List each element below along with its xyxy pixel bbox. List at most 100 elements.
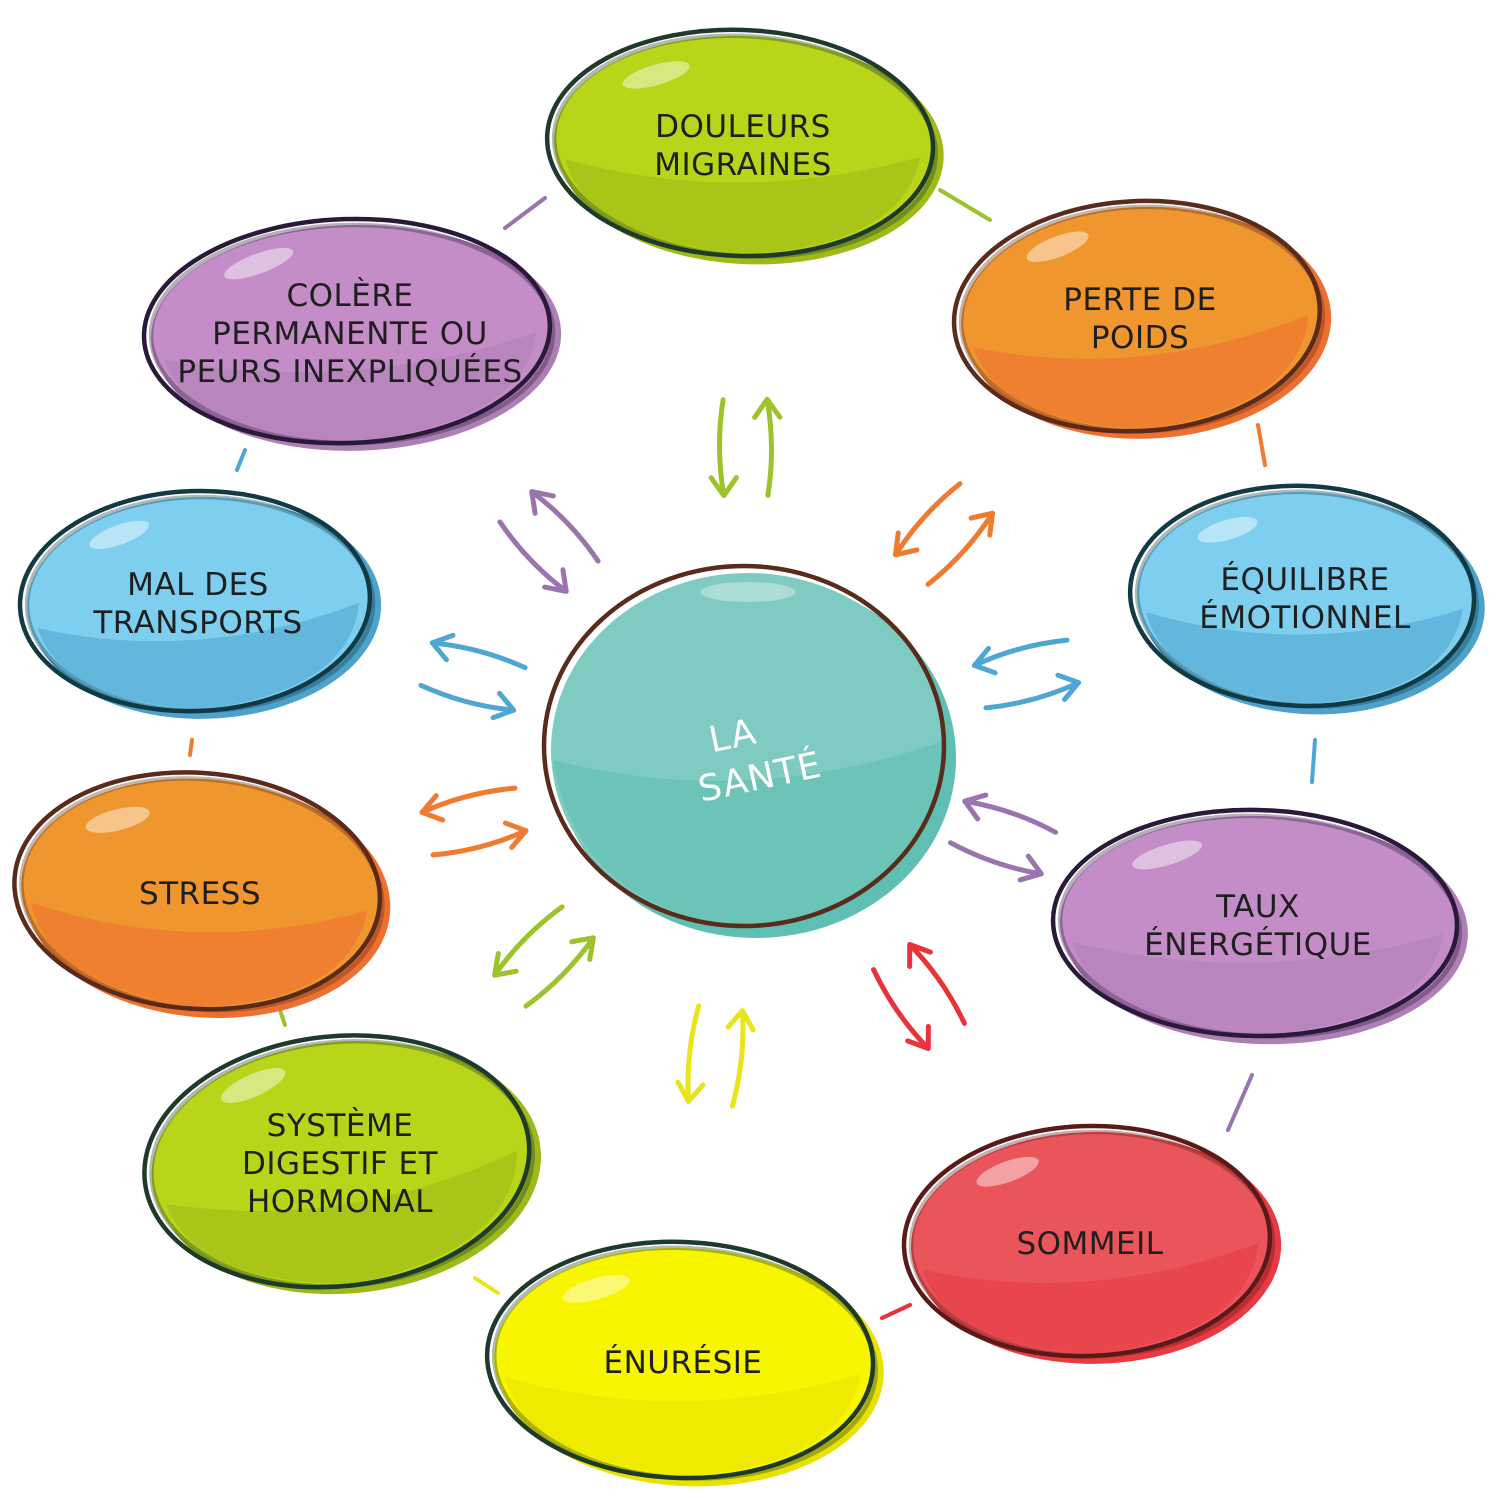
arrow-pair-enuresie (675, 1003, 756, 1109)
node-outline-sketch (908, 1129, 1276, 1359)
node-outline (484, 1239, 876, 1481)
arrow-pair-taux-energetique (947, 792, 1059, 883)
arrow-pair-equilibre-emotionnel (971, 637, 1082, 711)
node-highlight (85, 806, 150, 833)
node-highlight (224, 247, 294, 280)
node-label-line: SYSTÈME (267, 1108, 414, 1144)
connector-taux-energetique (1226, 1073, 1254, 1132)
center-highlight (700, 582, 796, 602)
node-shade (30, 902, 368, 1008)
node-shade (1071, 933, 1444, 1035)
node-label-line: TRANSPORTS (92, 605, 302, 641)
node-outline-sketch (1134, 489, 1479, 709)
node-label-line: SOMMEIL (1016, 1226, 1163, 1262)
node-outline (12, 770, 383, 1012)
node-outline (901, 1123, 1273, 1359)
node-label-line: POIDS (1091, 320, 1189, 356)
node-label-line: STRESS (139, 876, 261, 912)
arrow-inward (725, 1008, 756, 1109)
arrow-pair-mal-des-transports (418, 632, 528, 721)
node-highlight (1132, 840, 1202, 870)
node-highlight (622, 61, 690, 89)
node-label-line: DOULEURS (655, 109, 831, 145)
node-label-line: PEURS INEXPLIQUÉES (177, 354, 522, 390)
node-outline-sketch (19, 776, 385, 1013)
node-label-line: PERMANENTE OU (212, 316, 488, 352)
arrow-inward (497, 519, 569, 594)
arrow-outward (419, 785, 518, 823)
node-label-line: ÉMOTIONNEL (1199, 600, 1411, 636)
node-outline-sketch (148, 222, 556, 446)
arrow-outward (871, 967, 931, 1051)
connector-enuresie (473, 1276, 500, 1295)
node-enuresie: ÉNURÉSIE (484, 1239, 884, 1487)
connector-perte-de-poids (1256, 423, 1267, 467)
node-highlight (1026, 231, 1089, 262)
node-outline (1127, 483, 1477, 709)
connector-stress (188, 738, 194, 757)
node-label-line: TAUX (1215, 889, 1300, 925)
node-outline (142, 1033, 532, 1290)
node-shade (165, 1150, 518, 1284)
arrow-pair-stress (419, 785, 529, 858)
node-outline (951, 198, 1322, 434)
node-label-line: ÉNURÉSIE (604, 1345, 763, 1381)
node-highlight (562, 1274, 630, 1303)
connector-douleurs-migraines (938, 188, 992, 222)
center-label-line: LA (705, 711, 760, 761)
node-outline-sketch (149, 1039, 535, 1289)
connector-colere (503, 196, 547, 230)
arrow-inward (971, 637, 1070, 676)
node-label-line: HORMONAL (247, 1184, 433, 1220)
node-highlight (1197, 517, 1258, 543)
connector-sommeil (880, 1303, 912, 1320)
center-outline (541, 563, 947, 929)
node-shade (972, 314, 1309, 430)
arrow-outward (529, 489, 601, 564)
node-label-line: ÉNERGÉTIQUE (1144, 927, 1372, 963)
node-highlight (89, 520, 150, 550)
connector-systeme-digestif (278, 1008, 287, 1027)
node-outline (141, 216, 553, 446)
arrow-inward (892, 481, 963, 558)
node-highlight (976, 1156, 1039, 1187)
arrow-outward (947, 840, 1044, 883)
node-label-line: COLÈRE (286, 278, 413, 314)
node-label-line: MIGRAINES (654, 147, 832, 183)
node-outline-sketch (491, 1245, 878, 1481)
node-shade (37, 602, 360, 710)
node-label-line: PERTE DE (1063, 282, 1216, 318)
arrow-outward (752, 396, 783, 498)
arrow-pair-sommeil (871, 942, 967, 1051)
arrow-inward (430, 820, 529, 858)
node-highlight (221, 1068, 286, 1103)
node-label-line: DIGESTIF ET (242, 1146, 439, 1182)
arrow-outward (492, 904, 565, 978)
node-sommeil: SOMMEIL (901, 1123, 1282, 1364)
node-outline (1050, 807, 1460, 1039)
node-label-line: MAL DES (127, 567, 269, 603)
arrow-outward (983, 672, 1082, 711)
node-outline-sketch (958, 204, 1326, 434)
arrow-pair-douleurs-migraines (708, 396, 783, 499)
node-outline-sketch (551, 33, 938, 259)
arrow-inward (907, 942, 967, 1026)
node-shade (564, 156, 921, 255)
arrow-pairs (418, 396, 1082, 1109)
arrow-inward (708, 397, 739, 499)
node-outline (17, 488, 373, 714)
node-outline (544, 27, 936, 259)
arrow-inward (523, 935, 596, 1009)
node-shade (1146, 609, 1463, 705)
node-label-line: ÉQUILIBRE (1220, 562, 1389, 598)
arrow-inward (962, 792, 1059, 835)
